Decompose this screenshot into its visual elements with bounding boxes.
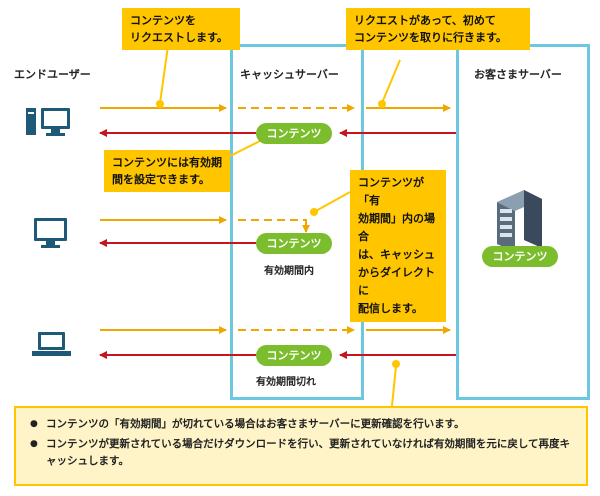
fetch-callout-pointer: [381, 59, 401, 104]
content-pill-row3: コンテンツ: [256, 345, 332, 366]
desktop-pc-icon: [26, 108, 70, 136]
ttl-callout: コンテンツには有効期 間を設定できます。: [104, 150, 230, 192]
content-pill-row1: コンテンツ: [256, 123, 332, 144]
monitor-icon: [34, 218, 67, 248]
expired-caption: 有効期間切れ: [256, 377, 316, 388]
request-callout-pointer: [159, 45, 169, 104]
content-pill-row2: コンテンツ: [256, 233, 332, 254]
cache-hit-arrow: [238, 219, 310, 233]
note-item: コンテンツが更新されている場合だけダウンロードを行い、更新されていなければ有効期…: [30, 436, 576, 470]
content-pill-origin: コンテンツ: [482, 246, 558, 267]
first-fetch-callout: リクエストがあって、初めて コンテンツを取りに行きます。: [346, 8, 530, 50]
fetch-callout-dot: [378, 100, 386, 108]
direct-delivery-callout: コンテンツが「有 効期間」内の場合 は、キャッシュ からダイレクトに 配信します…: [350, 170, 446, 322]
direct-callout-dot: [310, 208, 318, 216]
notes-box: コンテンツの「有効期間」が切れている場合はお客さまサーバーに更新確認を行います。…: [14, 406, 588, 486]
origin-server-title: お客さまサーバー: [474, 68, 562, 81]
ttl-callout-pointer: [229, 139, 263, 157]
notes-pointer: [391, 365, 397, 407]
server-rack-icon: [497, 190, 542, 252]
laptop-icon: [32, 332, 71, 356]
request-callout: コンテンツを リクエストします。: [122, 8, 240, 50]
cache-server-title: キャッシュサーバー: [240, 68, 339, 81]
notes-dot: [392, 360, 400, 368]
within-ttl-caption: 有効期間内: [264, 266, 314, 277]
direct-callout-pointer: [313, 191, 351, 213]
end-user-title: エンドユーザー: [14, 68, 91, 81]
note-item: コンテンツの「有効期間」が切れている場合はお客さまサーバーに更新確認を行います。: [30, 416, 576, 433]
request-callout-dot: [156, 100, 164, 108]
